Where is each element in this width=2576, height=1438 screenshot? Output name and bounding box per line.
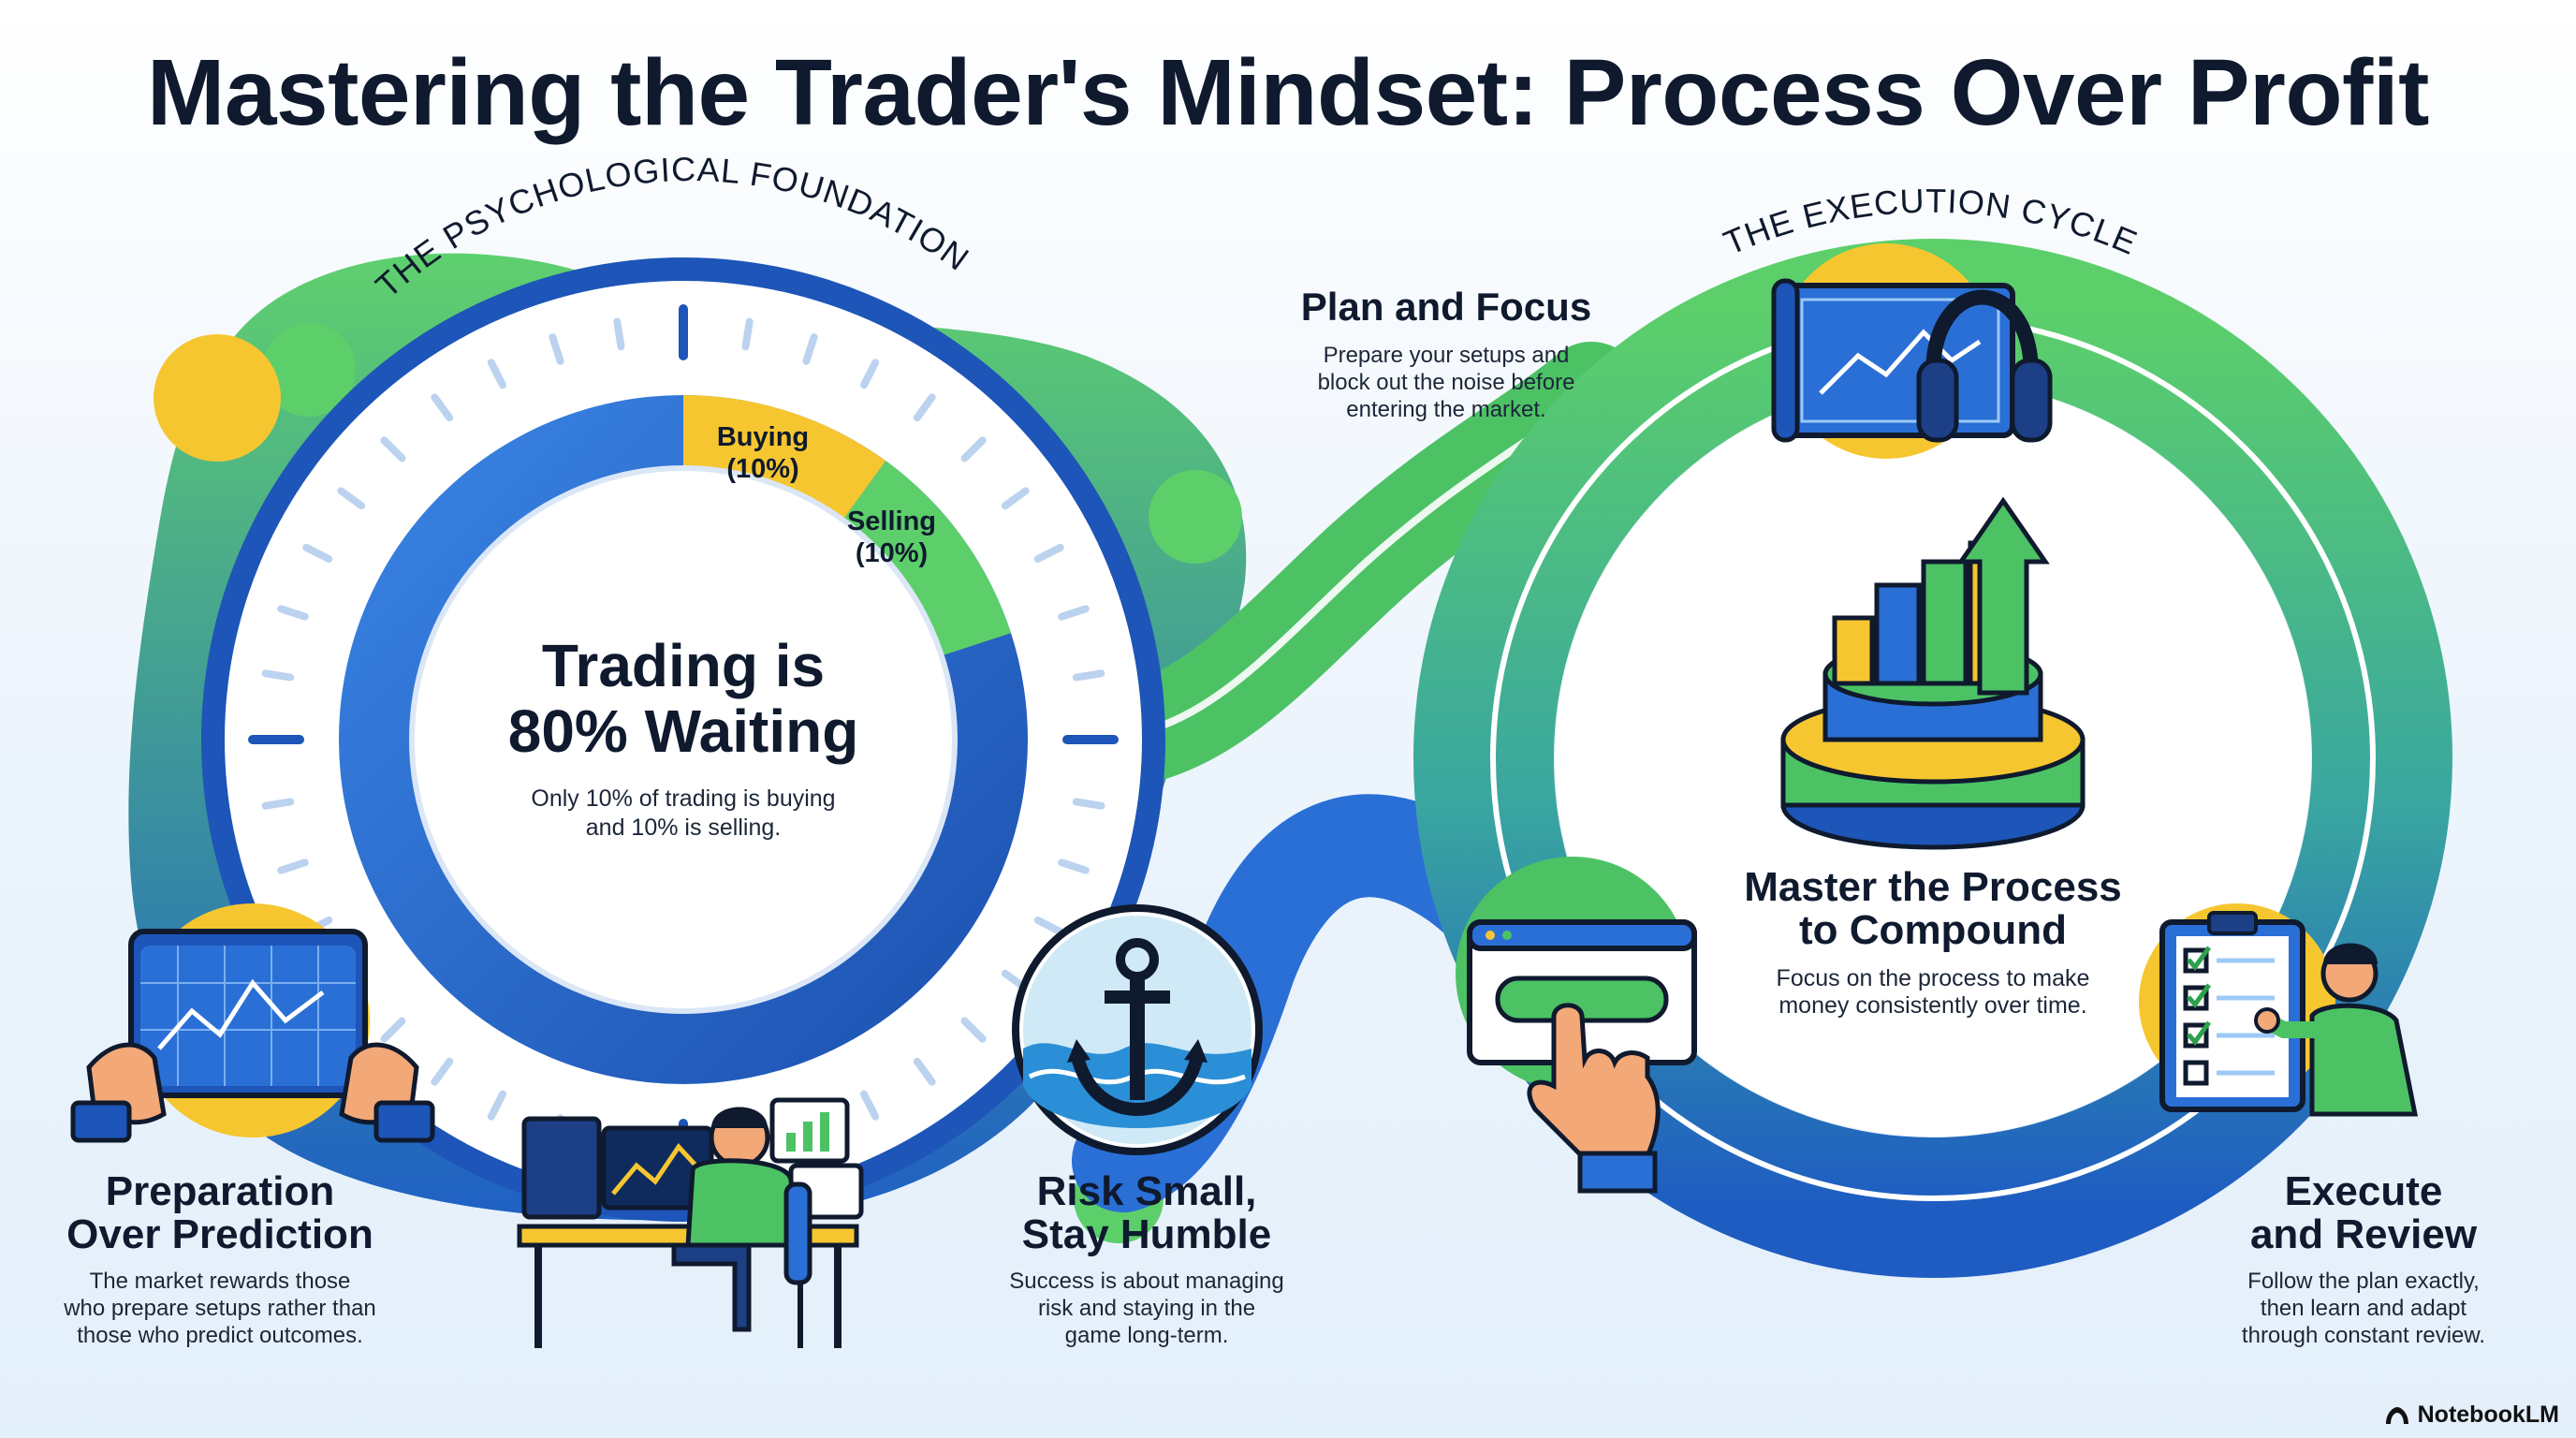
plan-body: Prepare your setups and block out the no… bbox=[1254, 342, 1638, 423]
dial-tick bbox=[1001, 487, 1030, 510]
dial-tick bbox=[1072, 798, 1105, 810]
preparation-body-1: The market rewards those bbox=[89, 1269, 351, 1294]
risk-body-2: risk and staying in the bbox=[1037, 1296, 1256, 1321]
selling-pct: (10%) bbox=[855, 538, 929, 568]
preparation-body-3: those who predict outcomes. bbox=[77, 1323, 363, 1348]
preparation-block: Preparation Over Prediction The market r… bbox=[37, 1170, 402, 1349]
dial-tick bbox=[380, 436, 406, 462]
review-title-2: and Review bbox=[2249, 1211, 2478, 1257]
preparation-body: The market rewards those who prepare set… bbox=[37, 1268, 402, 1349]
selling-label: Selling bbox=[846, 506, 937, 536]
plan-block: Plan and Focus Prepare your setups and b… bbox=[1254, 286, 1638, 423]
growth-stack-icon bbox=[1780, 496, 2086, 850]
dial-tick bbox=[277, 605, 309, 621]
preparation-body-2: who prepare setups rather than bbox=[64, 1296, 376, 1321]
headline-line-1: Trading is bbox=[541, 632, 826, 699]
plan-body-3: entering the market. bbox=[1346, 397, 1546, 422]
buying-label: Buying bbox=[716, 422, 810, 452]
master-body: Focus on the process to make money consi… bbox=[1685, 965, 2181, 1020]
plan-body-1: Prepare your setups and bbox=[1323, 343, 1570, 368]
dial-tick bbox=[277, 858, 309, 874]
trader-desk-icon bbox=[517, 1097, 864, 1348]
dial-tick bbox=[261, 798, 295, 810]
notebooklm-logo-icon bbox=[2385, 1406, 2408, 1424]
plan-body-2: block out the noise before bbox=[1317, 370, 1575, 395]
dial-tick bbox=[337, 487, 366, 510]
dial-tick bbox=[487, 1090, 507, 1121]
buying-segment-label: Buying (10%) bbox=[688, 421, 838, 485]
review-body-1: Follow the plan exactly, bbox=[2247, 1269, 2480, 1294]
dial-tick bbox=[802, 333, 818, 365]
dial-tick bbox=[302, 543, 333, 564]
review-title-1: Execute bbox=[2284, 1168, 2443, 1214]
review-body-3: through constant review. bbox=[2241, 1323, 2486, 1348]
preparation-title-1: Preparation bbox=[105, 1168, 335, 1214]
checklist-icon bbox=[2139, 903, 2419, 1117]
blueprint-headphones-icon bbox=[1771, 243, 2053, 459]
dial-tick bbox=[741, 317, 754, 351]
button-press-icon bbox=[1456, 857, 1697, 1194]
risk-title-1: Risk Small, bbox=[1036, 1168, 1257, 1214]
plan-title: Plan and Focus bbox=[1300, 285, 1592, 329]
risk-body-1: Success is about managing bbox=[1009, 1269, 1284, 1294]
dial-tick bbox=[1033, 916, 1064, 936]
dial-tick bbox=[261, 669, 295, 682]
headline-line-2: 80% Waiting bbox=[507, 697, 859, 765]
anchor-icon bbox=[1012, 904, 1263, 1155]
dial-tick bbox=[960, 1017, 987, 1043]
waiting-description: Only 10% of trading is buying and 10% is… bbox=[449, 785, 917, 843]
dial-tick bbox=[1033, 543, 1064, 564]
risk-title-2: Stay Humble bbox=[1021, 1211, 1272, 1257]
tablet-chart-icon bbox=[70, 903, 435, 1143]
dial-tick bbox=[859, 1090, 880, 1121]
risk-block: Risk Small, Stay Humble Success is about… bbox=[973, 1170, 1320, 1349]
master-body-1: Focus on the process to make bbox=[1776, 965, 2090, 991]
pie-segment-buying bbox=[683, 395, 886, 521]
pie-segment-selling bbox=[842, 461, 1011, 656]
dial-tick bbox=[487, 359, 507, 389]
dial-tick bbox=[549, 333, 564, 365]
dial-tick bbox=[1058, 858, 1090, 874]
dial-tick bbox=[431, 393, 454, 422]
brand-name: NotebookLM bbox=[2417, 1401, 2559, 1428]
desc-line-2: and 10% is selling. bbox=[585, 814, 782, 841]
dial-tick bbox=[431, 1057, 454, 1086]
master-title-2: to Compound bbox=[1799, 907, 2067, 953]
master-title-1: Master the Process bbox=[1744, 864, 2122, 910]
preparation-title-2: Over Prediction bbox=[66, 1211, 373, 1257]
waiting-dial bbox=[201, 257, 1165, 1222]
risk-body-3: game long-term. bbox=[1064, 1323, 1229, 1348]
dial-tick bbox=[1058, 605, 1090, 621]
dial-tick bbox=[960, 436, 987, 462]
buying-pct: (10%) bbox=[726, 454, 799, 484]
selling-segment-label: Selling (10%) bbox=[819, 506, 964, 569]
review-block: Execute and Review Follow the plan exact… bbox=[2190, 1170, 2537, 1349]
dial-tick bbox=[913, 393, 936, 422]
desc-line-1: Only 10% of trading is buying bbox=[531, 785, 836, 812]
brand-mark: NotebookLM bbox=[2384, 1401, 2559, 1429]
master-body-2: money consistently over time. bbox=[1778, 992, 2087, 1019]
waiting-headline: Trading is 80% Waiting bbox=[440, 633, 927, 764]
review-body-2: then learn and adapt bbox=[2260, 1296, 2467, 1321]
dial-tick bbox=[859, 359, 880, 389]
master-block: Master the Process to Compound Focus on … bbox=[1685, 866, 2181, 1020]
risk-body: Success is about managing risk and stayi… bbox=[973, 1268, 1320, 1349]
dial-tick bbox=[613, 317, 625, 351]
review-body: Follow the plan exactly, then learn and … bbox=[2190, 1268, 2537, 1349]
dial-tick bbox=[913, 1057, 936, 1086]
dial-tick bbox=[380, 1017, 406, 1043]
page-title: Mastering the Trader's Mindset: Process … bbox=[147, 40, 2429, 145]
dial-tick bbox=[1072, 669, 1105, 682]
